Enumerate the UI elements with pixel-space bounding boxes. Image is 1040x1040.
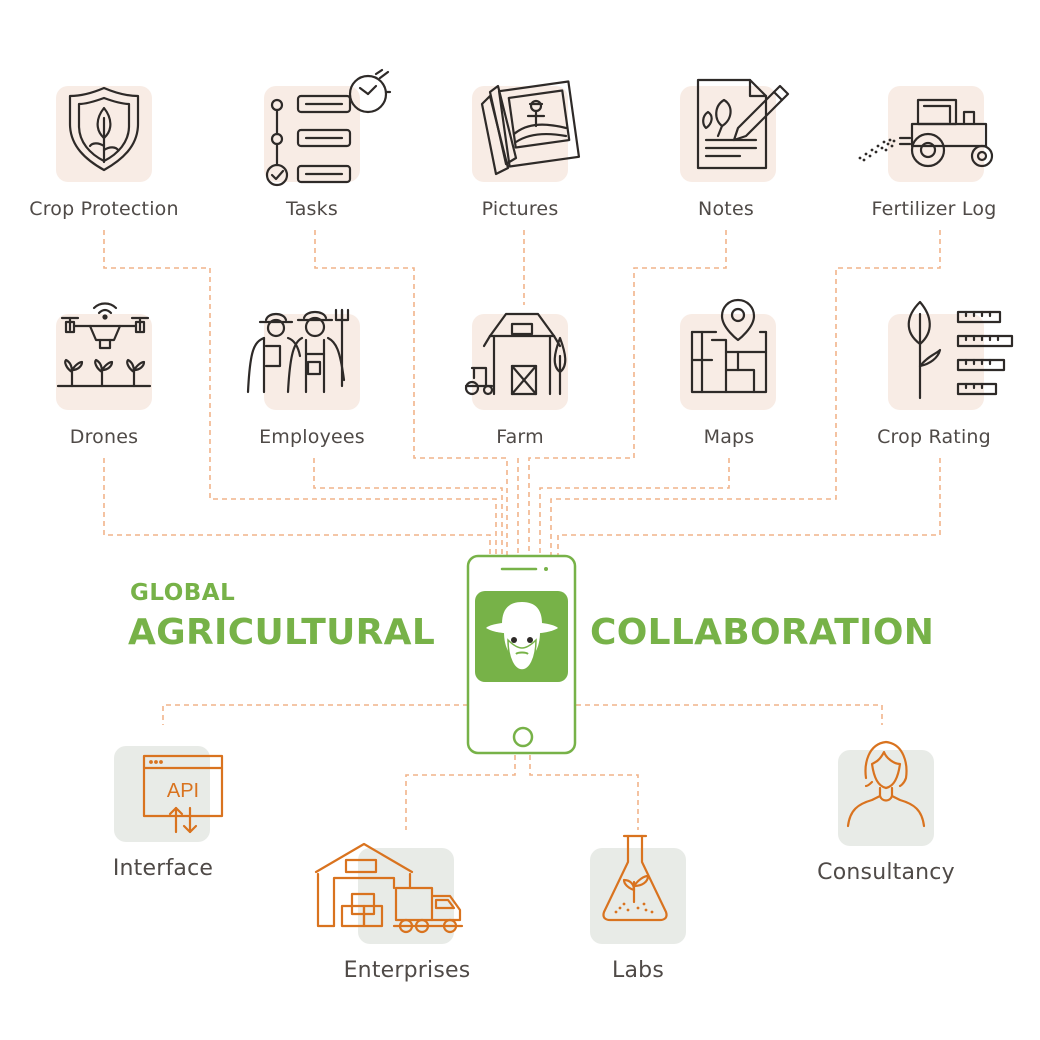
consultant-icon (846, 740, 926, 828)
icon-tile (590, 848, 686, 944)
headline-global: GLOBAL (130, 580, 236, 606)
connector-maps (539, 458, 730, 556)
api-window-icon: API (142, 754, 224, 834)
connector-enterprises (405, 755, 516, 830)
lab-flask-icon (602, 834, 668, 922)
partner-label: Interface (112, 856, 214, 881)
icon-tile (888, 86, 984, 182)
feature-label: Maps (703, 426, 755, 448)
connector-fertilizer-log (550, 230, 941, 556)
connector-crop-rating (557, 458, 941, 556)
connector-employees (313, 458, 503, 556)
partner-label: Labs (612, 958, 664, 983)
feature-label: Drones (69, 426, 139, 448)
feature-label: Pictures (481, 198, 559, 220)
connector-interface (162, 704, 468, 725)
barn-icon (464, 312, 567, 396)
farm-workers-icon (246, 308, 350, 394)
map-pin-icon (690, 298, 768, 394)
connector-consultancy (576, 704, 883, 725)
feature-label: Crop Protection (29, 198, 179, 220)
connector-drones (103, 458, 491, 556)
notes-pencil-icon (696, 78, 790, 170)
feature-label: Crop Rating (877, 426, 991, 448)
api-text: API (167, 780, 199, 802)
feature-label: Tasks (286, 198, 338, 220)
feature-label: Notes (698, 198, 754, 220)
icon-tile (838, 750, 934, 846)
tractor-sprayer-icon (858, 98, 994, 168)
shield-leaf-icon (68, 86, 140, 172)
farmer-app-icon (475, 591, 568, 682)
warehouse-truck-icon (314, 842, 464, 934)
photos-icon (480, 80, 581, 176)
feature-label: Fertilizer Log (871, 198, 997, 220)
phone-home-button (512, 726, 534, 748)
partner-label: Enterprises (343, 958, 471, 983)
partner-label: Consultancy (817, 860, 955, 885)
connector-tasks (314, 230, 508, 556)
phone-camera (544, 567, 548, 571)
feature-label: Employees (259, 426, 365, 448)
connector-crop-protection (103, 230, 497, 556)
feature-label: Farm (496, 426, 544, 448)
checklist-timer-icon (265, 68, 392, 187)
connector-labs (529, 755, 639, 830)
headline-agricultural: AGRICULTURAL (128, 612, 436, 653)
connector-notes (528, 230, 727, 556)
headline-collaboration: COLLABORATION (590, 612, 935, 653)
drone-seedlings-icon (56, 302, 152, 388)
leaf-rating-icon (907, 300, 1014, 400)
phone-hub (466, 554, 577, 755)
